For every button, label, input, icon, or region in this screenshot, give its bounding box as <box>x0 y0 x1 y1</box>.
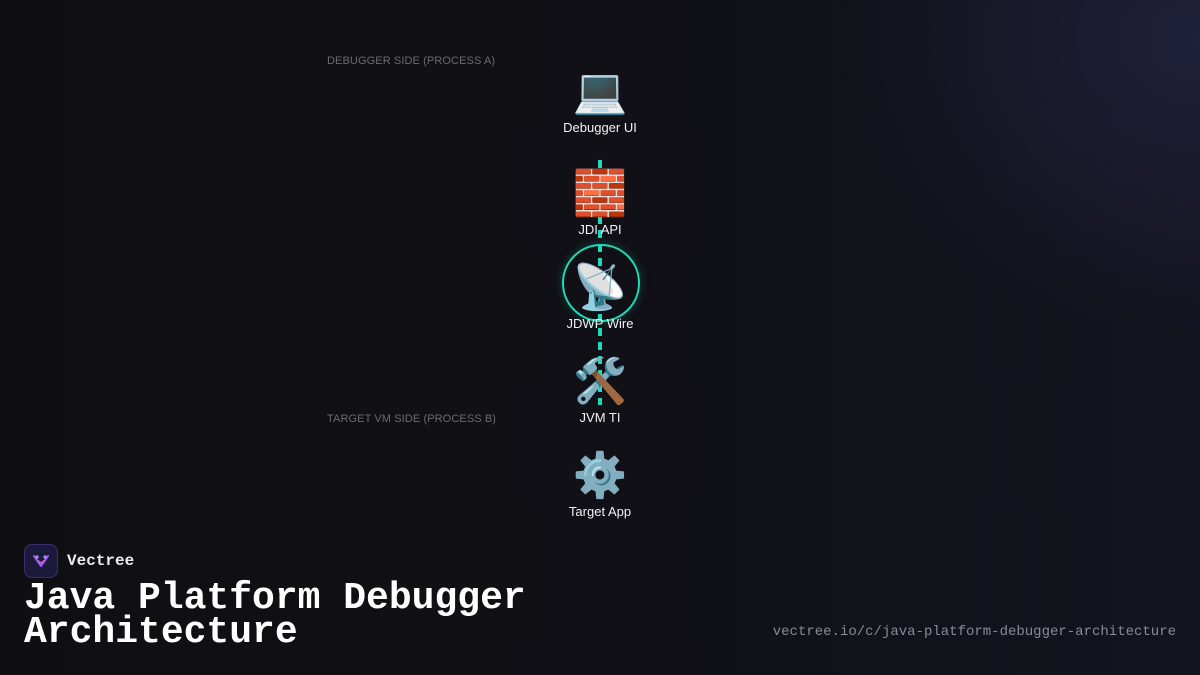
node-jdi-api: 🧱 JDI API <box>530 168 670 237</box>
node-debugger-ui: 💻 Debugger UI <box>530 66 670 135</box>
node-target-app: ⚙️ Target App <box>530 450 670 519</box>
node-label: Debugger UI <box>563 120 637 135</box>
page-title: Java Platform Debugger Architecture <box>24 577 526 654</box>
source-url: vectree.io/c/java-platform-debugger-arch… <box>772 624 1176 640</box>
brand: Vectree <box>24 544 134 578</box>
vectree-logo-icon <box>24 544 58 578</box>
node-jvm-ti: 🛠️ JVM TI <box>530 356 670 425</box>
laptop-icon: 💻 <box>572 66 628 117</box>
node-jdwp-wire: 📡 JDWP Wire <box>530 262 670 331</box>
hammer-wrench-icon: 🛠️ <box>572 356 628 407</box>
brand-name: Vectree <box>67 552 135 570</box>
node-label: JDWP Wire <box>566 316 634 331</box>
node-label: JDI API <box>578 222 622 237</box>
brick-wall-icon: 🧱 <box>572 168 628 219</box>
node-label: JVM TI <box>579 410 621 425</box>
debugger-side-label: DEBUGGER SIDE (PROCESS A) <box>327 55 496 67</box>
satellite-dish-icon: 📡 <box>572 262 628 313</box>
node-label: Target App <box>568 504 632 519</box>
target-side-label: TARGET VM SIDE (PROCESS B) <box>327 413 497 425</box>
gear-icon: ⚙️ <box>572 450 628 501</box>
highlight-ring <box>562 244 640 322</box>
